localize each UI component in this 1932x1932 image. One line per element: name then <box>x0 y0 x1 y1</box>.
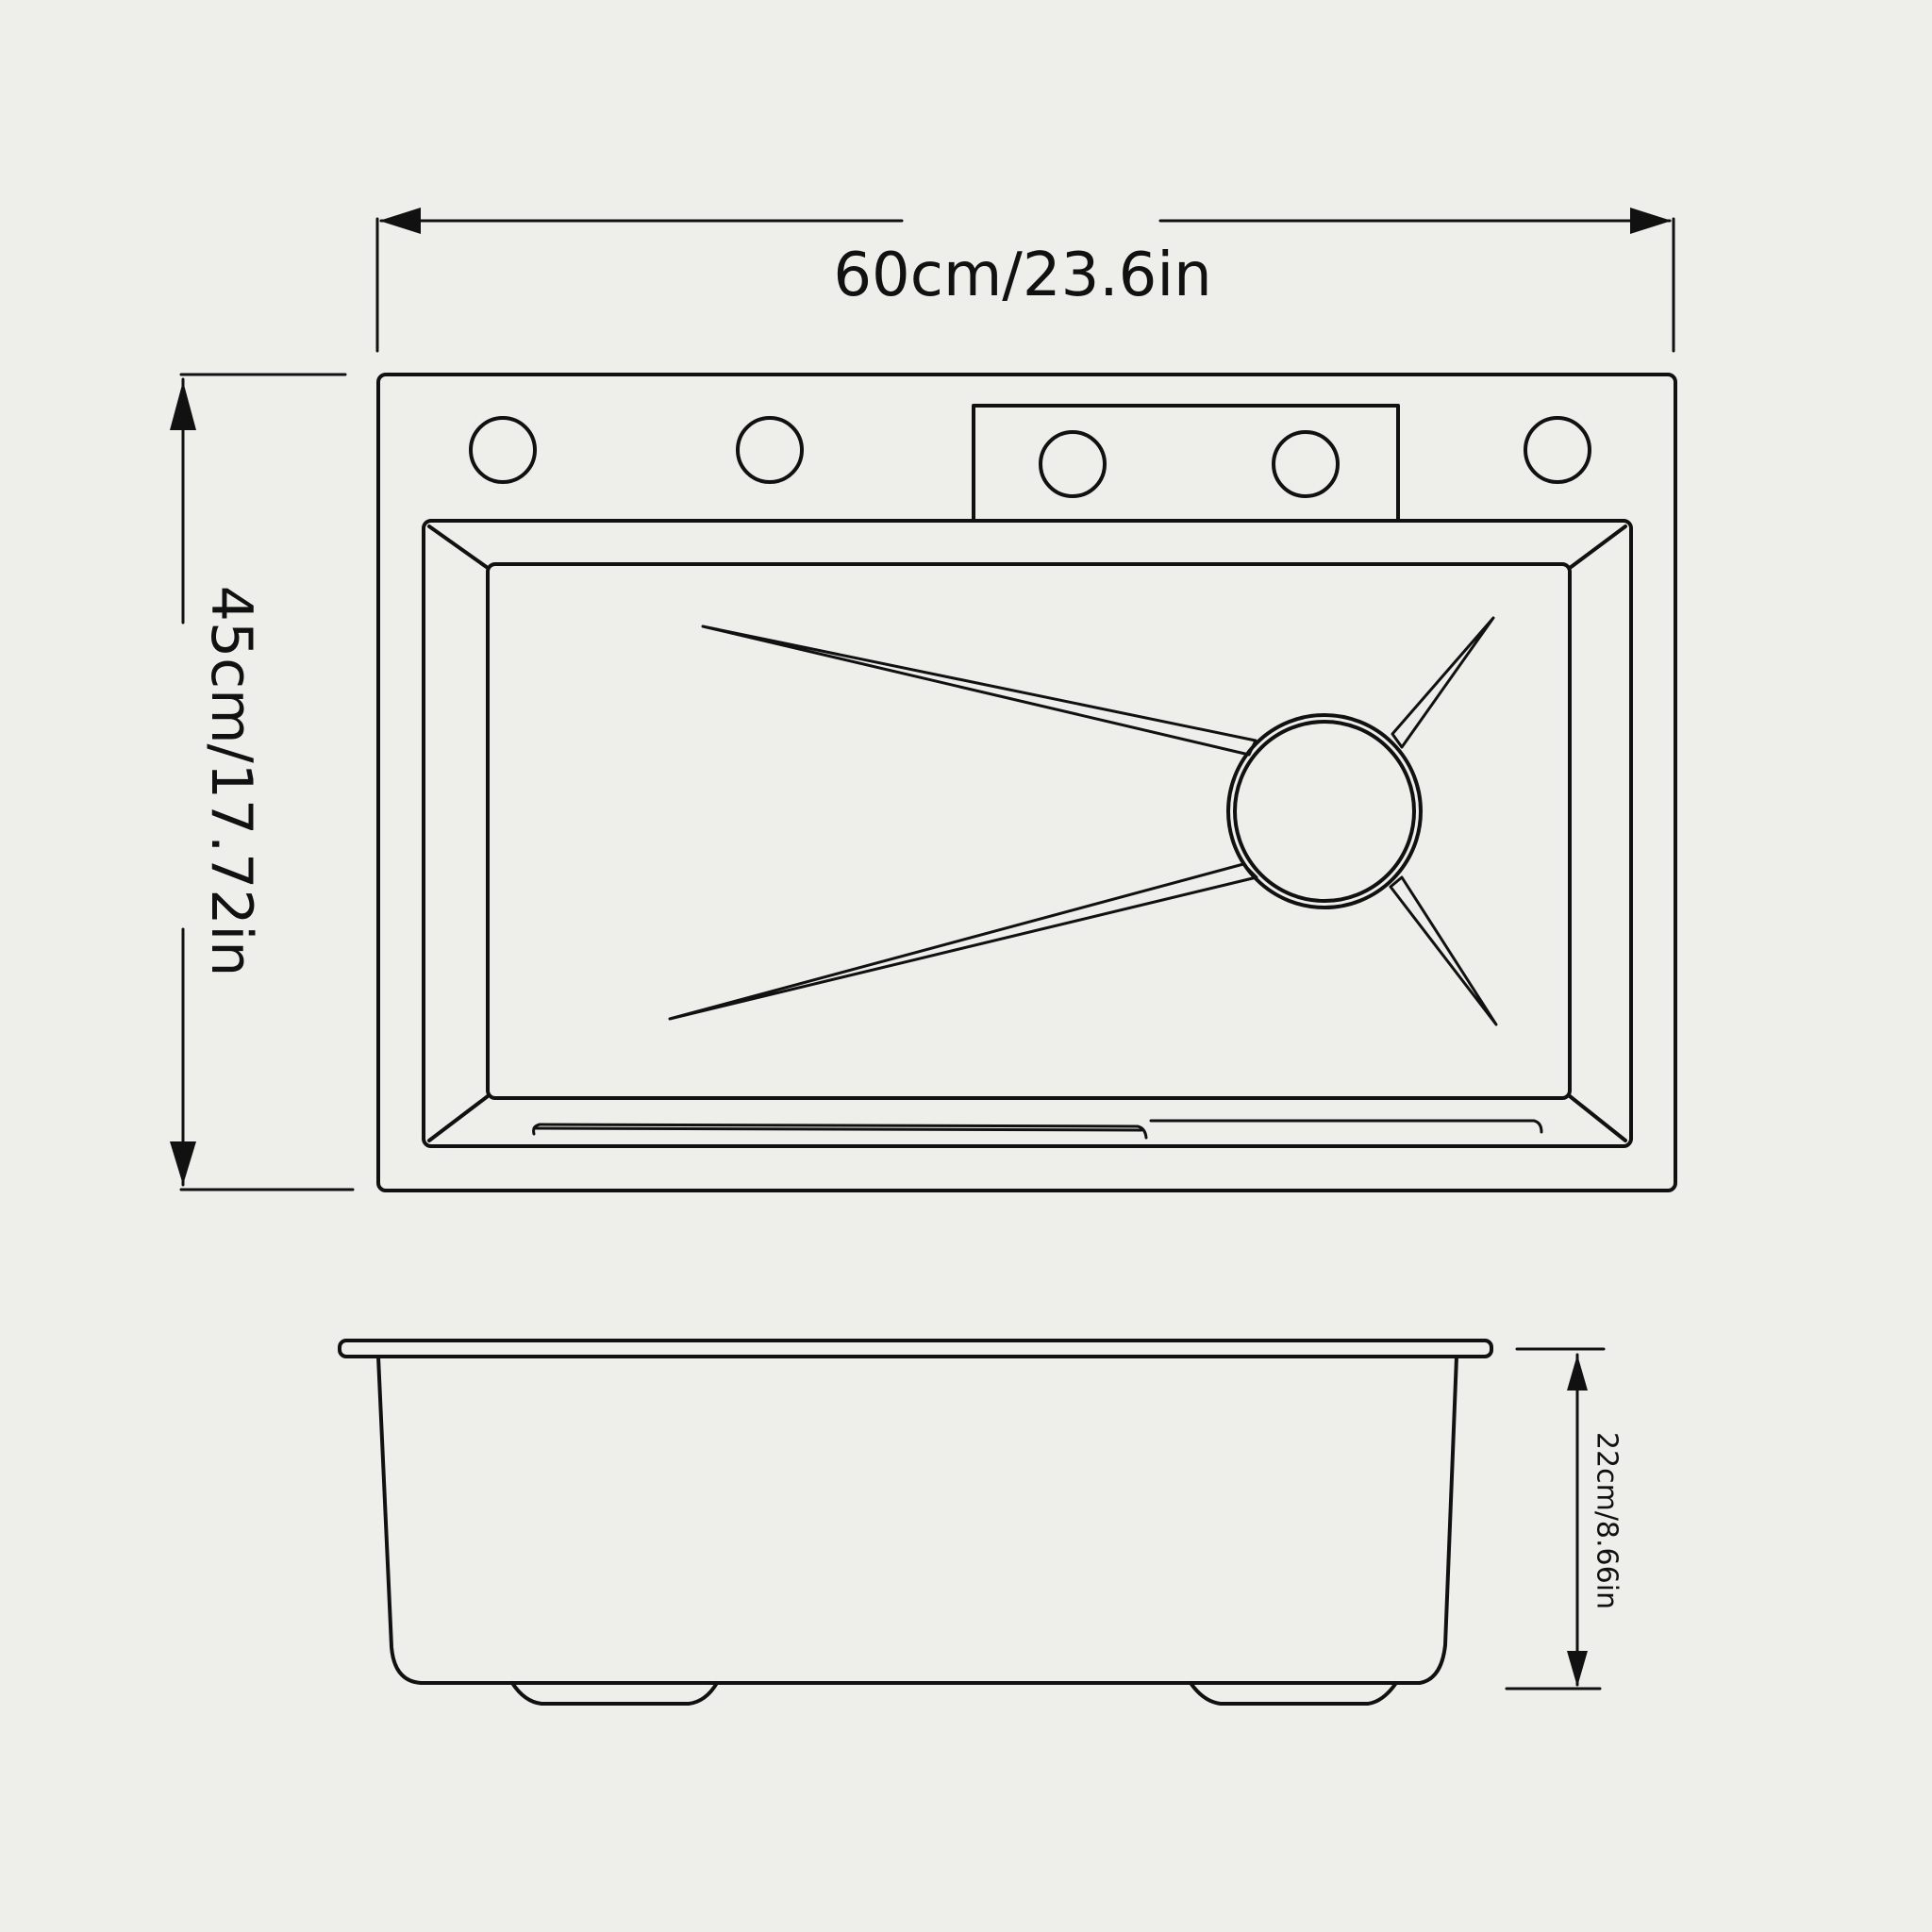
drain-ring <box>1226 713 1423 909</box>
width-arrow-left <box>379 208 421 234</box>
sink-outer-rim <box>376 373 1677 1192</box>
faucet-hole-icon <box>469 416 537 484</box>
rail-slot <box>538 1123 1148 1140</box>
drain-icon <box>1233 720 1416 903</box>
bevel-line <box>427 1094 490 1142</box>
height-arrow-top <box>1567 1355 1588 1391</box>
drain-groove <box>1391 616 1495 749</box>
sink-top-view <box>376 373 1677 1192</box>
rail-slot <box>1149 1119 1543 1134</box>
drain-groove <box>1389 875 1498 1026</box>
basin-outer-edge <box>422 519 1633 1148</box>
depth-label: 45cm/17.72in <box>198 585 264 977</box>
sink-side-rim <box>338 1339 1493 1358</box>
depth-arrow-bottom <box>170 1141 196 1185</box>
bevel-line <box>1568 525 1627 570</box>
basin-floor <box>486 562 1572 1100</box>
faucet-hole-icon <box>1272 430 1340 498</box>
drain-groove <box>701 625 1257 757</box>
faucet-hole-icon <box>1039 430 1107 498</box>
depth-arrow-top <box>170 381 196 430</box>
sink-side-body <box>376 1355 1458 1685</box>
support-foot-left <box>510 1681 719 1706</box>
height-dimension <box>1505 1347 1606 1690</box>
support-foot-right <box>1189 1681 1398 1706</box>
height-label: 22cm/8.66in <box>1590 1431 1624 1610</box>
rail-slot-inner <box>532 1126 1143 1132</box>
width-label: 60cm/23.6in <box>833 241 1212 310</box>
bevel-line <box>1568 1094 1627 1142</box>
width-dimension <box>375 208 1675 353</box>
bevel-line <box>427 525 490 570</box>
width-arrow-right <box>1630 208 1672 234</box>
sink-side-view <box>338 1339 1493 1706</box>
depth-dimension <box>170 373 355 1191</box>
faucet-hole-icon <box>1524 416 1591 484</box>
drain-groove <box>668 862 1258 1021</box>
faucet-deck-panel <box>972 404 1400 521</box>
height-arrow-bottom <box>1567 1651 1588 1687</box>
faucet-hole-icon <box>736 416 804 484</box>
